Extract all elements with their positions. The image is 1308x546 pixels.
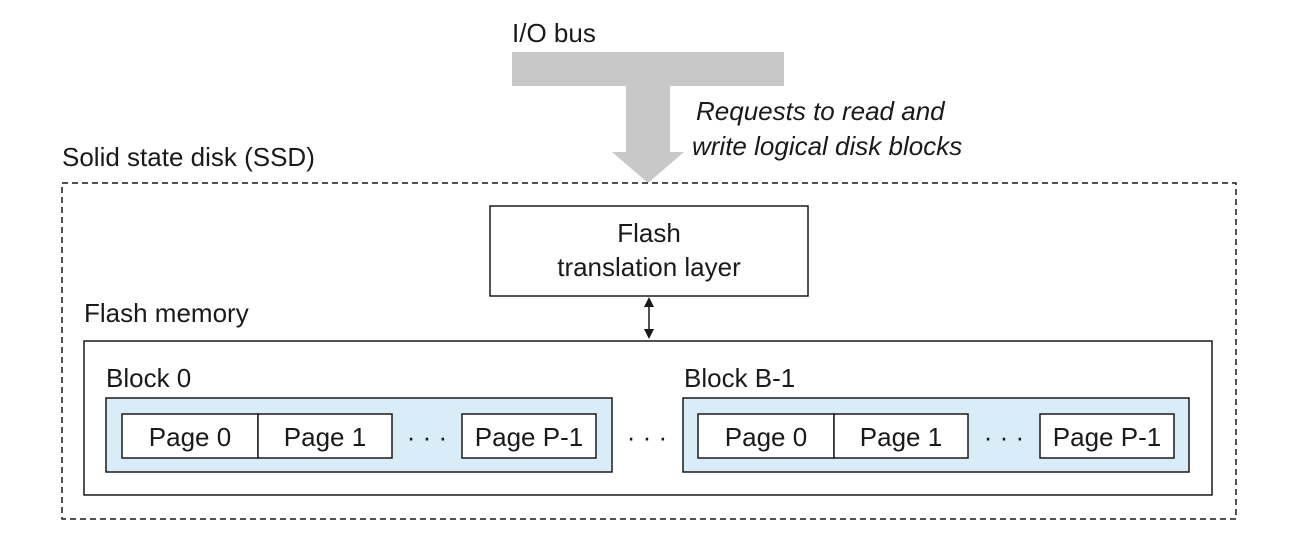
page-box (697, 413, 835, 459)
page-box (257, 413, 393, 459)
pages-ellipsis: · · · (984, 422, 1024, 452)
page-label: Page P-1 (475, 422, 583, 452)
page-box (461, 413, 597, 459)
ssd-label: Solid state disk (SSD) (62, 142, 315, 172)
pages-ellipsis: · · · (407, 422, 447, 452)
connector-arrowhead-up (644, 297, 654, 307)
requests-text-line1: Requests to read and (696, 96, 946, 126)
page-label: Page P-1 (1053, 422, 1161, 452)
io-bus-bar (512, 52, 784, 86)
io-bus-arrowhead (612, 152, 684, 183)
flash-memory-label: Flash memory (84, 298, 249, 328)
connector-arrowhead-down (644, 329, 654, 339)
ftl-label-line2: translation layer (557, 252, 741, 282)
requests-text-line2: write logical disk blocks (692, 131, 962, 161)
block-label: Block B-1 (684, 363, 795, 393)
ssd-boundary (61, 182, 1237, 520)
page-box (833, 413, 969, 459)
ftl-box (489, 205, 809, 297)
io-bus-stem (626, 86, 670, 152)
io-bus-label: I/O bus (512, 18, 596, 48)
page-label: Page 1 (860, 422, 942, 452)
page-label: Page 0 (725, 422, 807, 452)
page-label: Page 0 (149, 422, 231, 452)
page-label: Page 1 (284, 422, 366, 452)
ftl-label-line1: Flash (617, 218, 681, 248)
blocks-ellipsis: · · · (627, 422, 667, 452)
block-label: Block 0 (106, 363, 191, 393)
page-box (1039, 413, 1175, 459)
